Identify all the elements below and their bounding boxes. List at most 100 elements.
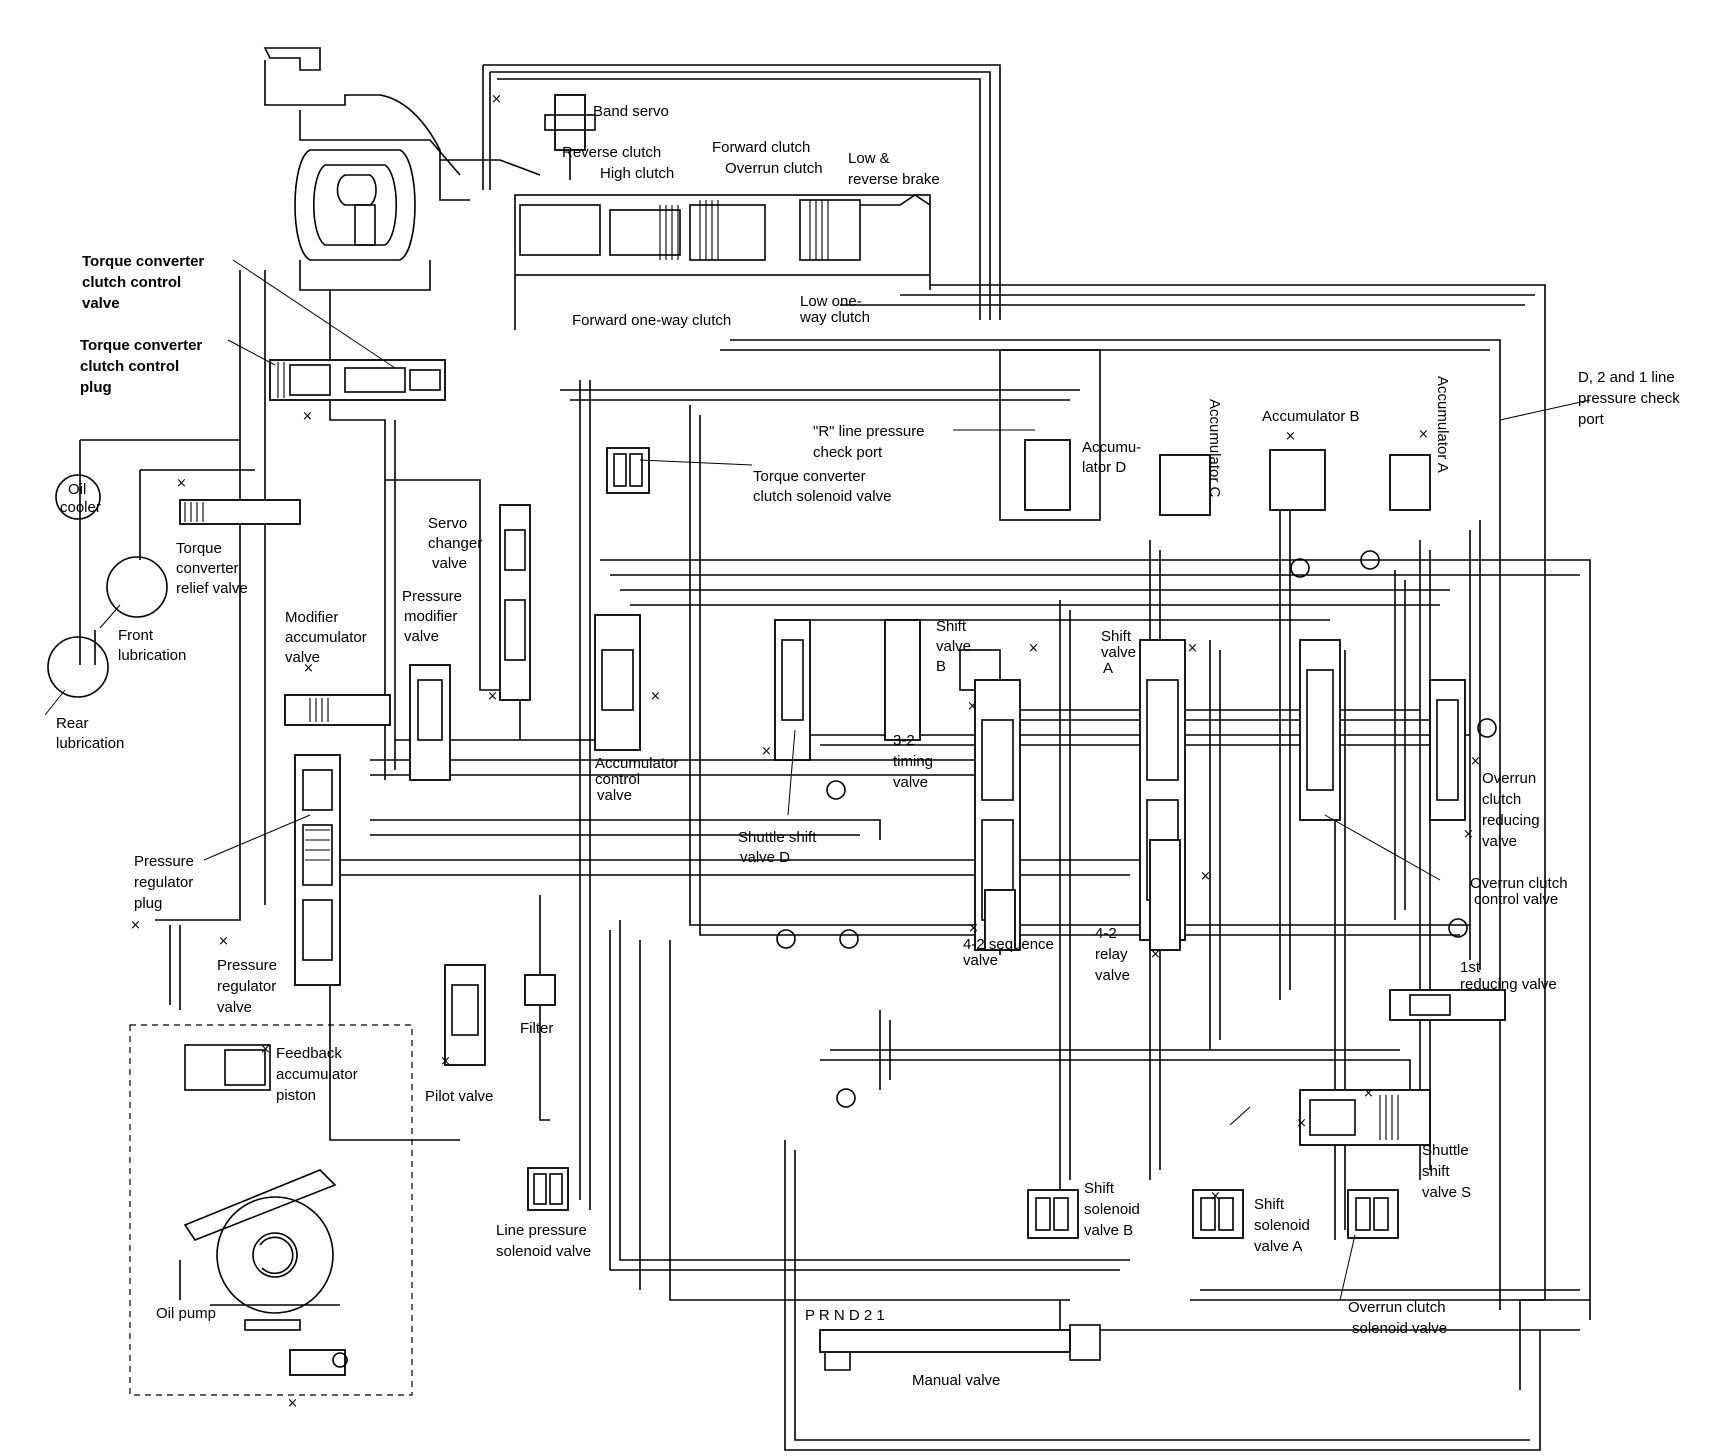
label-overrun-clutch-reducing-valve-4: valve bbox=[1482, 833, 1517, 850]
valve-bodies bbox=[47, 349, 1506, 1376]
svg-text:×: × bbox=[1200, 869, 1211, 884]
svg-text:×: × bbox=[1150, 947, 1161, 962]
label-accumulator-d-2: lator D bbox=[1082, 459, 1126, 476]
label-shift-solenoid-valve-b-3: valve B bbox=[1084, 1222, 1133, 1239]
label-accumulator-c: Accumulator C bbox=[1206, 399, 1223, 498]
oil-pump-area-outline bbox=[129, 1024, 413, 1396]
label-pressure-modifier-valve-1: Pressure bbox=[402, 588, 462, 605]
svg-text:×: × bbox=[650, 689, 661, 704]
svg-text:×: × bbox=[1296, 1116, 1307, 1131]
label-pressure-regulator-valve-2: regulator bbox=[217, 978, 276, 995]
svg-text:×: × bbox=[440, 1054, 451, 1069]
svg-text:×: × bbox=[1210, 1189, 1221, 1204]
label-shift-solenoid-valve-b-2: solenoid bbox=[1084, 1201, 1140, 1218]
svg-text:×: × bbox=[491, 92, 502, 107]
label-low-reverse-brake-1: Low & bbox=[848, 150, 890, 167]
svg-text:×: × bbox=[1418, 427, 1429, 442]
label-rear-lubrication-1: Rear bbox=[56, 715, 89, 732]
label-feedback-accumulator-piston-2: accumulator bbox=[276, 1066, 358, 1083]
label-accumulator-a: Accumulator A bbox=[1434, 376, 1451, 473]
label-reducing-1st-valve-2: reducing valve bbox=[1460, 976, 1557, 993]
label-feedback-accumulator-piston-1: Feedback bbox=[276, 1045, 342, 1062]
svg-text:×: × bbox=[176, 476, 187, 491]
label-oil-pump: Oil pump bbox=[156, 1305, 216, 1322]
label-shift-valve-b-1: Shift bbox=[936, 618, 967, 635]
label-pilot-valve: Pilot valve bbox=[425, 1088, 493, 1105]
label-timing-32-valve-2: timing bbox=[893, 753, 933, 770]
fluid-passages bbox=[79, 270, 1591, 1451]
svg-text:×: × bbox=[302, 409, 313, 424]
label-reducing-1st-valve-1: 1st bbox=[1460, 959, 1481, 976]
svg-text:×: × bbox=[1463, 827, 1474, 842]
svg-text:×: × bbox=[1028, 641, 1039, 656]
label-d21-check-port-2: pressure check bbox=[1578, 390, 1680, 407]
label-shuttle-shift-valve-s-3: valve S bbox=[1422, 1184, 1471, 1201]
label-timing-32-valve-3: valve bbox=[893, 774, 928, 791]
svg-text:×: × bbox=[287, 1396, 298, 1411]
label-modifier-accumulator-valve-1: Modifier bbox=[285, 609, 338, 626]
label-tcc-control-valve-1: Torque converter bbox=[82, 253, 204, 270]
label-shift-solenoid-valve-a-2: solenoid bbox=[1254, 1217, 1310, 1234]
label-pressure-regulator-plug-2: regulator bbox=[134, 874, 193, 891]
label-shift-valve-a-1: Shift bbox=[1101, 628, 1132, 645]
label-overrun-clutch-reducing-valve-3: reducing bbox=[1482, 812, 1540, 829]
label-rear-lubrication-2: lubrication bbox=[56, 735, 124, 752]
label-modifier-accumulator-valve-3: valve bbox=[285, 649, 320, 666]
label-timing-32-valve-1: 3-2 bbox=[893, 732, 915, 749]
svg-text:×: × bbox=[1363, 1086, 1374, 1101]
svg-text:×: × bbox=[218, 934, 229, 949]
svg-text:×: × bbox=[967, 699, 978, 714]
label-pressure-regulator-valve-1: Pressure bbox=[217, 957, 277, 974]
label-overrun-clutch-solenoid-valve-2: solenoid valve bbox=[1352, 1320, 1447, 1337]
label-accumulator-control-valve-2: control bbox=[595, 771, 640, 788]
label-low-one-way-clutch-2: way clutch bbox=[799, 309, 870, 326]
label-tc-relief-valve-2: converter bbox=[176, 560, 239, 577]
label-oil-cooler-1: Oil bbox=[68, 481, 86, 498]
label-shift-valve-b-2: valve bbox=[936, 638, 971, 655]
label-tcc-control-plug-3: plug bbox=[80, 379, 112, 396]
label-relay-42-valve-1: 4-2 bbox=[1095, 925, 1117, 942]
label-servo-changer-valve-2: changer bbox=[428, 535, 482, 552]
svg-text:×: × bbox=[761, 744, 772, 759]
label-tcc-control-valve-2: clutch control bbox=[82, 274, 181, 291]
label-overrun-clutch-reducing-valve-2: clutch bbox=[1482, 791, 1521, 808]
label-tcc-solenoid-valve-1: Torque converter bbox=[753, 468, 866, 485]
label-relay-42-valve-2: relay bbox=[1095, 946, 1128, 963]
label-d21-check-port-1: D, 2 and 1 line bbox=[1578, 369, 1675, 386]
label-front-lubrication-1: Front bbox=[118, 627, 154, 644]
label-high-clutch: High clutch bbox=[600, 165, 674, 182]
label-shift-solenoid-valve-b-1: Shift bbox=[1084, 1180, 1115, 1197]
label-tcc-control-plug-2: clutch control bbox=[80, 358, 179, 375]
svg-text:×: × bbox=[130, 918, 141, 933]
label-pressure-modifier-valve-2: modifier bbox=[404, 608, 457, 625]
label-shuttle-shift-valve-s-2: shift bbox=[1422, 1163, 1450, 1180]
label-low-one-way-clutch-1: Low one- bbox=[800, 293, 862, 310]
label-line-pressure-solenoid-valve-2: solenoid valve bbox=[496, 1243, 591, 1260]
label-tcc-control-valve-3: valve bbox=[82, 295, 120, 312]
label-servo-changer-valve-1: Servo bbox=[428, 515, 467, 532]
label-shift-solenoid-valve-a-3: valve A bbox=[1254, 1238, 1302, 1255]
label-tc-relief-valve-1: Torque bbox=[176, 540, 222, 557]
label-overrun-clutch-control-valve-1: Overrun clutch bbox=[1470, 875, 1568, 892]
label-manual-valve: Manual valve bbox=[912, 1372, 1000, 1389]
label-forward-one-way-clutch: Forward one-way clutch bbox=[572, 312, 731, 329]
label-tc-relief-valve-3: relief valve bbox=[176, 580, 248, 597]
label-r-line-check-port-2: check port bbox=[813, 444, 883, 461]
label-overrun-clutch-control-valve-2: control valve bbox=[1474, 891, 1558, 908]
label-overrun-clutch-reducing-valve-1: Overrun bbox=[1482, 770, 1536, 787]
label-filter: Filter bbox=[520, 1020, 553, 1037]
label-r-line-check-port-1: "R" line pressure bbox=[813, 423, 925, 440]
label-pressure-regulator-plug-1: Pressure bbox=[134, 853, 194, 870]
label-sequence-42-valve-1: 4-2 sequence bbox=[963, 936, 1054, 953]
transmission-case bbox=[263, 47, 1001, 330]
label-d21-check-port-3: port bbox=[1578, 411, 1605, 428]
svg-text:×: × bbox=[1187, 641, 1198, 656]
label-feedback-accumulator-piston-3: piston bbox=[276, 1087, 316, 1104]
svg-text:×: × bbox=[1470, 754, 1481, 769]
label-shift-solenoid-valve-a-1: Shift bbox=[1254, 1196, 1285, 1213]
svg-text:×: × bbox=[303, 661, 314, 676]
label-accumulator-control-valve-1: Accumulator bbox=[595, 755, 678, 772]
label-oil-cooler-2: cooler bbox=[60, 499, 101, 516]
label-shift-valve-b-3: B bbox=[936, 658, 946, 675]
label-line-pressure-solenoid-valve-1: Line pressure bbox=[496, 1222, 587, 1239]
